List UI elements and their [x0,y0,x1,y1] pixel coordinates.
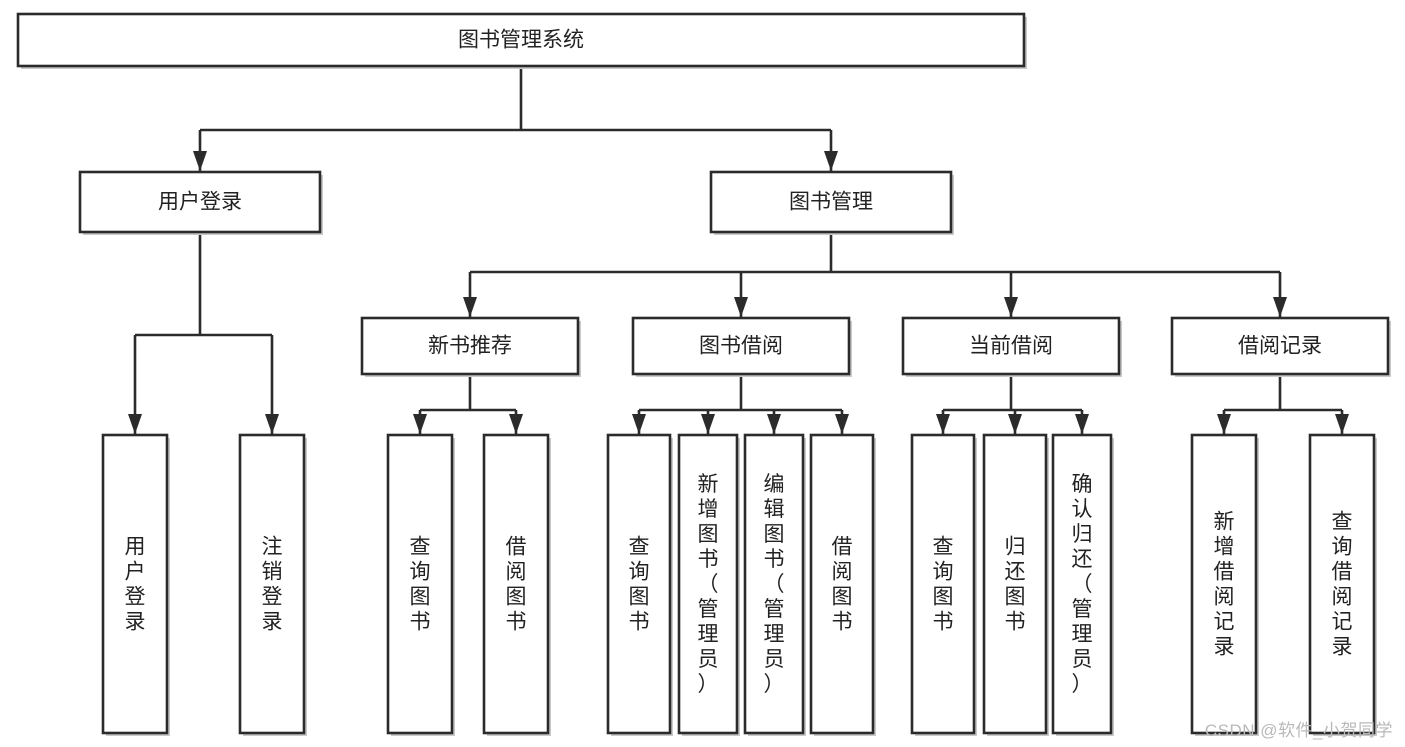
node-new-book-recommend[interactable]: 新书推荐 [360,316,580,376]
node-rect[interactable] [238,433,306,735]
arrow-head-icon [1335,414,1349,434]
arrow-head-icon [1004,297,1018,317]
node-label: 新增借阅记录 [1214,511,1235,659]
arrow-head-icon [767,414,781,434]
arrow-head-icon [701,414,715,434]
node-rect[interactable] [901,316,1121,376]
node-leaf-user-login[interactable]: 用户登录 [101,433,169,735]
node-book-management[interactable]: 图书管理 [709,170,953,234]
node-label: 查询图书 [629,536,650,634]
nodes-layer: 图书管理系统用户登录图书管理新书推荐图书借阅当前借阅借阅记录用户登录注销登录查询… [16,12,1391,736]
node-label: 归还图书 [1005,536,1026,634]
node-label: 用户登录 [125,536,146,634]
node-leaf-query-book-2[interactable]: 查询图书 [606,433,672,735]
arrow-head-icon [835,414,849,434]
node-label: 新增图书（管理员） [698,473,719,696]
node-leaf-logout[interactable]: 注销登录 [238,433,306,735]
node-label: 借阅记录 [1238,335,1322,358]
node-leaf-edit-book[interactable]: 编辑图书（管理员） [743,433,805,735]
node-label: 图书管理 [789,191,873,214]
node-label: 确认归还（管理员） [1072,473,1093,696]
node-label: 新书推荐 [428,335,512,358]
node-rect[interactable] [1308,433,1376,735]
arrow-head-icon [1008,414,1022,434]
node-leaf-add-record[interactable]: 新增借阅记录 [1190,433,1258,735]
node-leaf-borrow-book-2[interactable]: 借阅图书 [809,433,875,735]
arrow-head-icon [463,297,477,317]
node-label: 查询图书 [933,536,954,634]
node-leaf-add-book[interactable]: 新增图书（管理员） [677,433,739,735]
node-rect[interactable] [709,170,953,234]
node-rect[interactable] [606,433,672,735]
node-rect[interactable] [743,433,805,735]
node-rect[interactable] [1190,433,1258,735]
node-rect[interactable] [16,12,1026,68]
node-leaf-return-book[interactable]: 归还图书 [982,433,1048,735]
node-rect[interactable] [809,433,875,735]
node-leaf-query-book-1[interactable]: 查询图书 [386,433,454,735]
node-label: 查询借阅记录 [1332,511,1353,659]
node-rect[interactable] [1051,433,1113,735]
node-label: 图书借阅 [699,335,783,358]
arrow-head-icon [632,414,646,434]
node-rect[interactable] [101,433,169,735]
node-label: 图书管理系统 [458,29,584,52]
arrow-head-icon [413,414,427,434]
node-leaf-query-record[interactable]: 查询借阅记录 [1308,433,1376,735]
node-book-borrow[interactable]: 图书借阅 [631,316,851,376]
arrow-head-icon [936,414,950,434]
node-leaf-confirm-return[interactable]: 确认归还（管理员） [1051,433,1113,735]
arrow-head-icon [265,414,279,434]
csdn-watermark: CSDN @软件_小贺同学 [1204,721,1393,740]
node-rect[interactable] [631,316,851,376]
arrow-head-icon [1075,414,1089,434]
node-label: 借阅图书 [506,536,527,634]
node-label: 查询图书 [410,536,431,634]
node-rect[interactable] [1170,316,1390,376]
node-rect[interactable] [910,433,976,735]
arrow-head-icon [734,297,748,317]
arrow-head-icon [193,151,207,171]
node-rect[interactable] [386,433,454,735]
node-label: 注销登录 [262,536,283,634]
arrow-head-icon [509,414,523,434]
arrow-head-icon [1273,297,1287,317]
node-rect[interactable] [982,433,1048,735]
node-rect[interactable] [360,316,580,376]
node-label: 借阅图书 [832,536,853,634]
node-root-root[interactable]: 图书管理系统 [16,12,1026,68]
node-user-login[interactable]: 用户登录 [78,170,322,234]
node-rect[interactable] [78,170,322,234]
arrow-head-icon [128,414,142,434]
node-label: 当前借阅 [969,335,1053,358]
node-label: 用户登录 [158,191,242,214]
node-borrow-record[interactable]: 借阅记录 [1170,316,1390,376]
arrow-head-icon [824,151,838,171]
node-current-borrow[interactable]: 当前借阅 [901,316,1121,376]
node-rect[interactable] [677,433,739,735]
node-leaf-query-book-3[interactable]: 查询图书 [910,433,976,735]
connectors-layer [128,66,1349,434]
node-leaf-borrow-book-1[interactable]: 借阅图书 [482,433,550,735]
node-rect[interactable] [482,433,550,735]
arrow-head-icon [1217,414,1231,434]
node-label: 编辑图书（管理员） [764,473,785,696]
